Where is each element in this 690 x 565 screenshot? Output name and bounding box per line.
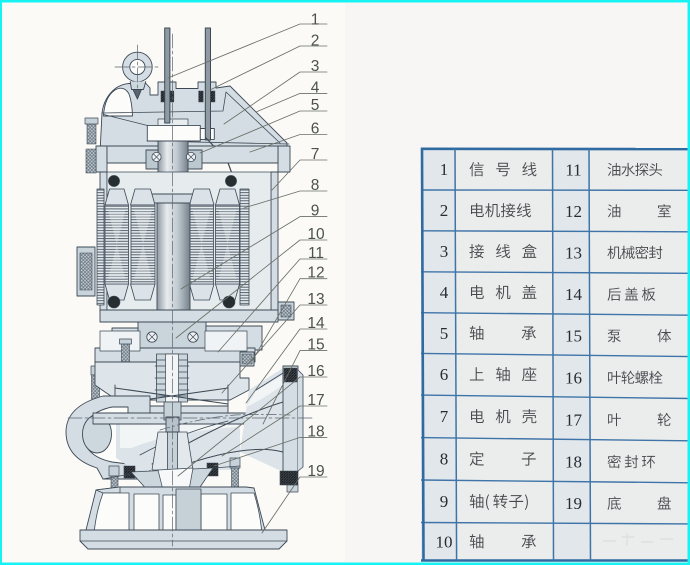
svg-text:18: 18 (307, 423, 324, 440)
svg-text:8: 8 (311, 177, 320, 194)
svg-text:3: 3 (311, 58, 320, 75)
svg-text:10: 10 (436, 532, 453, 551)
svg-text:13: 13 (565, 243, 582, 262)
svg-text:17: 17 (307, 392, 324, 409)
svg-text:15: 15 (565, 327, 582, 346)
svg-text:4: 4 (311, 79, 320, 96)
svg-text:12: 12 (307, 265, 324, 282)
svg-text:19: 19 (565, 494, 582, 513)
svg-text:14: 14 (307, 315, 325, 332)
svg-text:18: 18 (565, 453, 582, 472)
svg-text:6: 6 (440, 365, 449, 384)
svg-text:9: 9 (440, 492, 449, 511)
svg-text:7: 7 (440, 407, 449, 426)
svg-text:7: 7 (311, 146, 320, 163)
svg-text:5: 5 (440, 324, 449, 343)
svg-text:10: 10 (307, 226, 325, 243)
svg-text:1: 1 (311, 12, 320, 29)
svg-text:1: 1 (440, 160, 449, 179)
svg-text:6: 6 (311, 121, 320, 138)
svg-text:11: 11 (565, 161, 581, 180)
svg-text:16: 16 (565, 368, 582, 387)
svg-text:16: 16 (307, 363, 324, 380)
svg-text:13: 13 (307, 291, 324, 308)
svg-text:8: 8 (440, 450, 449, 469)
svg-text:2: 2 (311, 33, 320, 50)
svg-text:14: 14 (565, 285, 583, 304)
svg-text:9: 9 (311, 203, 320, 220)
svg-text:11: 11 (308, 245, 324, 262)
svg-text:2: 2 (440, 201, 449, 220)
svg-text:12: 12 (565, 202, 582, 221)
svg-text:17: 17 (565, 410, 583, 429)
svg-text:3: 3 (440, 242, 449, 261)
svg-text:5: 5 (311, 97, 320, 114)
svg-text:19: 19 (307, 463, 324, 480)
svg-text:4: 4 (440, 283, 449, 302)
svg-text:15: 15 (307, 337, 324, 354)
